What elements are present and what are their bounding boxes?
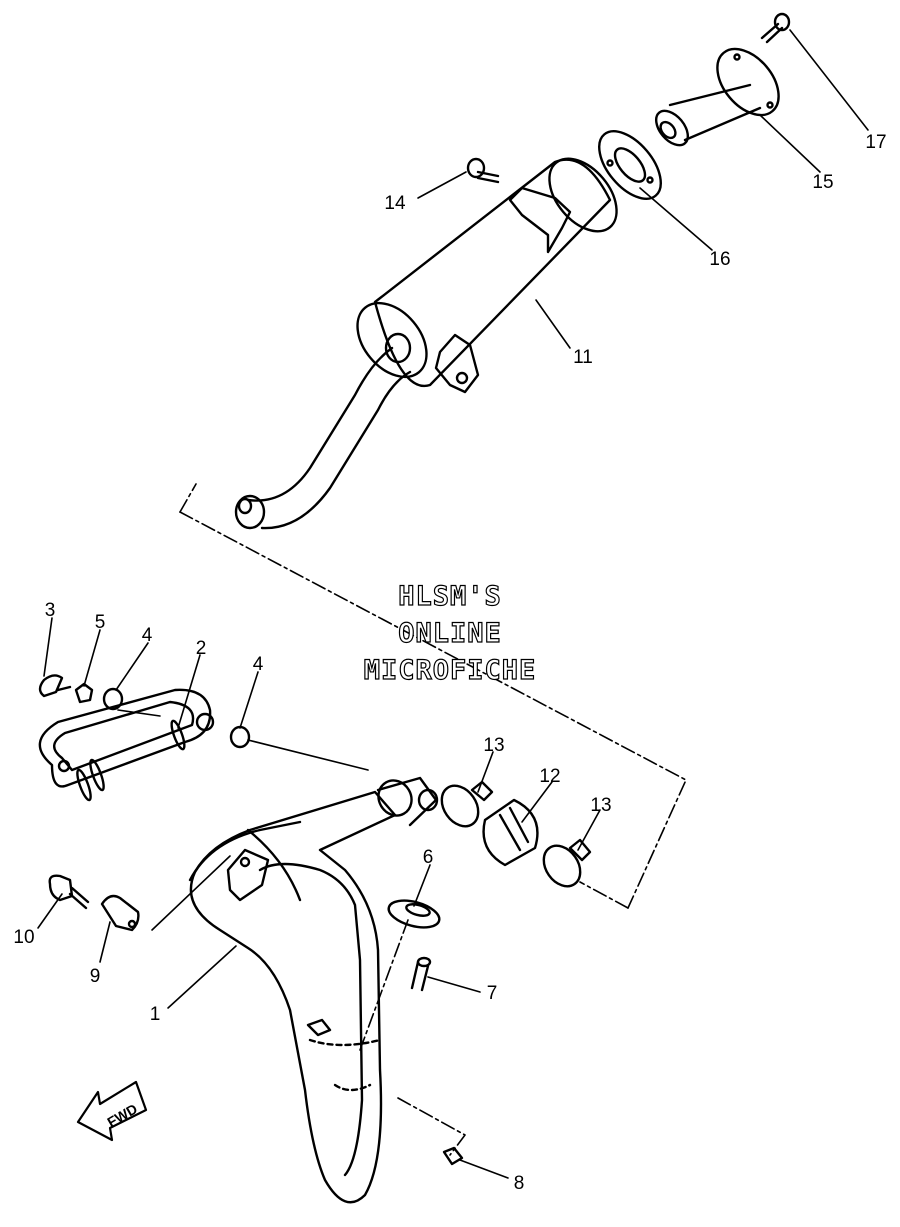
clamp-9 bbox=[100, 894, 140, 932]
damper-6 bbox=[387, 899, 441, 929]
joint-12 bbox=[482, 798, 539, 867]
callout-2: 2 bbox=[196, 638, 207, 659]
bracket-2 bbox=[38, 688, 212, 788]
callout-10: 10 bbox=[13, 927, 34, 948]
callout-16: 16 bbox=[709, 249, 730, 270]
nut-8 bbox=[442, 1146, 464, 1166]
collar-4-left bbox=[102, 687, 124, 711]
watermark: HLSM'S ONLINE MICROFICHE bbox=[300, 578, 600, 689]
pipe-end bbox=[234, 494, 266, 530]
callout-12: 12 bbox=[539, 766, 560, 787]
callout-6: 6 bbox=[423, 847, 434, 868]
muffler-body bbox=[373, 158, 612, 388]
muffler-inlet-pipe bbox=[246, 346, 412, 530]
callout-7: 7 bbox=[487, 983, 498, 1004]
bolt-17 bbox=[760, 22, 784, 44]
callout-4b: 4 bbox=[253, 654, 264, 675]
muffler-assembly bbox=[234, 12, 791, 530]
bolt-14 bbox=[476, 170, 500, 184]
muffler-rear-cap bbox=[548, 157, 618, 233]
callout-3: 3 bbox=[45, 600, 56, 621]
muffler-front-cap bbox=[356, 301, 428, 379]
washer-5 bbox=[74, 682, 94, 704]
callout-11: 11 bbox=[573, 347, 593, 368]
expansion-chamber bbox=[189, 790, 397, 1204]
watermark-line-1: HLSM'S bbox=[398, 580, 502, 612]
collar-4-right bbox=[229, 725, 251, 749]
muffler-lower-bracket bbox=[434, 333, 480, 394]
callout-9: 9 bbox=[90, 966, 101, 987]
muffler-upper-bracket bbox=[508, 186, 572, 254]
callout-numbers: 1 2 3 4 4 5 6 7 8 9 10 11 12 13 13 14 15… bbox=[13, 132, 886, 1194]
spark-arrester-15 bbox=[668, 83, 762, 142]
callout-1: 1 bbox=[150, 1004, 161, 1025]
stud-7 bbox=[410, 960, 430, 992]
callout-5: 5 bbox=[95, 612, 106, 633]
expansion-chamber-assembly bbox=[38, 674, 592, 1204]
callout-8: 8 bbox=[514, 1173, 525, 1194]
bolt-3 bbox=[38, 674, 72, 698]
bolt-10 bbox=[48, 874, 90, 910]
fwd-arrow-icon: FWD bbox=[76, 1080, 148, 1142]
clamp-13-right bbox=[542, 844, 582, 888]
callout-4a: 4 bbox=[142, 625, 153, 646]
leader-lines bbox=[37, 29, 869, 1179]
callout-17: 17 bbox=[865, 132, 886, 153]
callout-13a: 13 bbox=[483, 735, 504, 756]
connector-lines bbox=[117, 709, 369, 931]
callout-15: 15 bbox=[812, 172, 833, 193]
gasket-16 bbox=[598, 130, 662, 200]
callout-13b: 13 bbox=[590, 795, 611, 816]
fwd-label: FWD bbox=[104, 1100, 140, 1130]
watermark-line-2: ONLINE bbox=[398, 617, 502, 649]
phantom-lines bbox=[179, 483, 687, 1156]
callout-14: 14 bbox=[384, 193, 406, 214]
watermark-line-3: MICROFICHE bbox=[363, 654, 537, 686]
clamp-13-left bbox=[440, 784, 480, 828]
